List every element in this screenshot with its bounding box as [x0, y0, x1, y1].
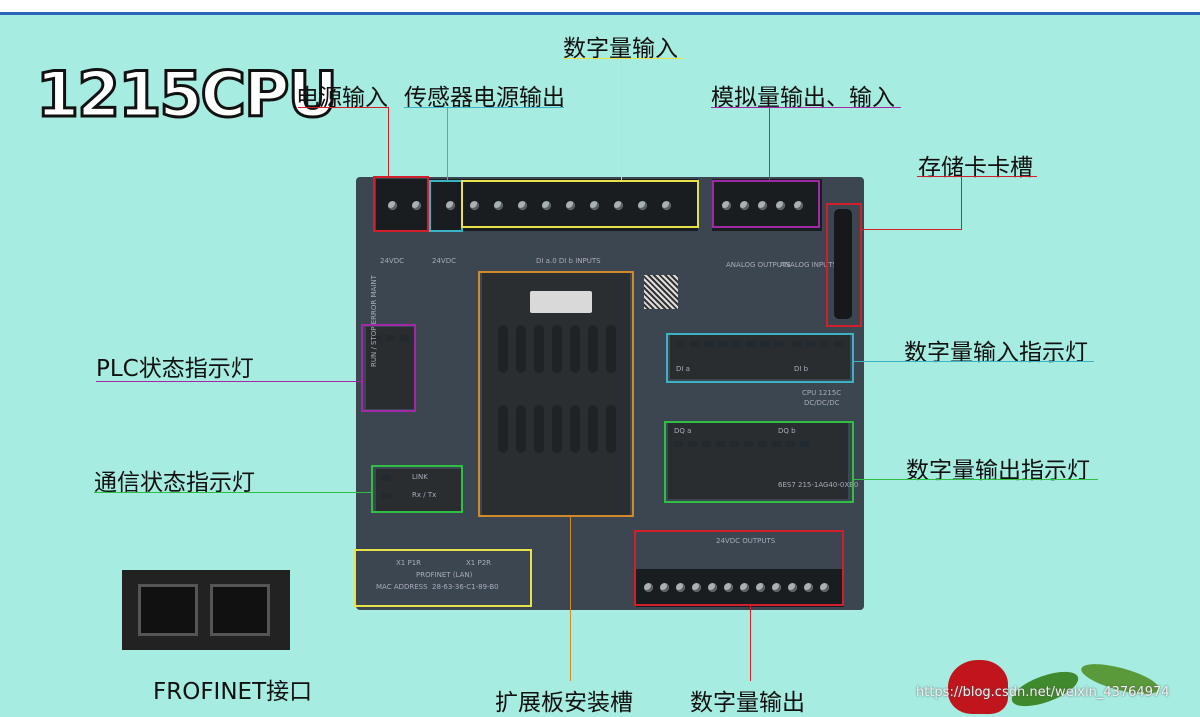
memory-card-box: [826, 203, 862, 327]
text-24vdc-1: 24VDC: [380, 257, 404, 265]
profinet-port-image: [122, 570, 290, 650]
label-profinet-port: FROFINET接口: [153, 672, 312, 706]
digital-input-led-box: [666, 333, 854, 383]
label-expansion-board-slot: 扩展板安装槽: [495, 683, 633, 717]
expansion-slot-box: [478, 271, 634, 517]
digital-input-box: [461, 180, 699, 228]
digital-output-box: [634, 530, 844, 606]
top-border: [0, 0, 1200, 14]
text-dc-inputs: DI a.0 DI b INPUTS: [536, 257, 601, 265]
plc-status-box: [361, 324, 416, 412]
profinet-label-box: [354, 549, 532, 607]
leader-di-led: [854, 361, 1094, 362]
leader-card-v: [961, 176, 962, 229]
comm-status-box: [371, 465, 463, 513]
text-cpu-model: CPU 1215C: [802, 389, 841, 397]
page-title: 1215CPU: [36, 58, 336, 131]
leader-analog-h: [711, 107, 901, 108]
leader-card-h2: [862, 229, 962, 230]
leader-plc-status: [96, 381, 361, 382]
leader-di-h: [563, 58, 683, 59]
text-cpu-type: DC/DC/DC: [804, 399, 840, 407]
leader-do-led: [854, 479, 1098, 480]
analog-io-box: [712, 180, 820, 228]
leader-di-v: [621, 58, 622, 180]
leader-sensor-v: [447, 107, 448, 180]
sensor-power-box: [429, 180, 463, 232]
text-24vdc-2: 24VDC: [432, 257, 456, 265]
leader-do: [750, 606, 751, 681]
leader-power-h: [298, 107, 388, 108]
label-plc-status-led: PLC状态指示灯: [96, 349, 254, 383]
label-digital-output: 数字量输出: [690, 683, 805, 717]
leader-expansion: [570, 517, 571, 681]
digital-output-led-box: [664, 421, 854, 503]
power-input-box: [373, 176, 429, 232]
leader-comm: [94, 492, 371, 493]
leader-card-h1: [917, 176, 1037, 177]
leader-analog-v: [769, 107, 770, 180]
qr-code: [644, 275, 678, 309]
leader-sensor-h: [404, 107, 564, 108]
leader-power-v: [388, 107, 389, 177]
watermark: https://blog.csdn.net/weixin_43764974: [916, 685, 1170, 700]
